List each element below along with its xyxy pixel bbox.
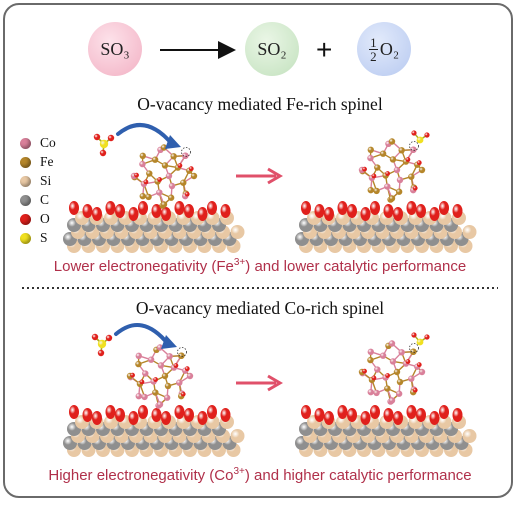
- plus-sign: +: [316, 34, 333, 65]
- legend-swatch-icon: [20, 137, 31, 149]
- substrate-slab: [63, 211, 245, 253]
- half-denominator: 2: [370, 48, 377, 64]
- bottom-heading: O-vacancy mediated Co-rich spinel: [135, 298, 385, 318]
- legend-label: O: [40, 211, 50, 226]
- legend-swatch-icon: [20, 213, 31, 225]
- legend-item-si: Si: [20, 172, 51, 190]
- top-heading: O-vacancy mediated Fe-rich spinel: [137, 94, 383, 114]
- o2-label: O₂: [379, 38, 400, 59]
- reaction-arrow: [160, 41, 236, 59]
- legend-item-c: C: [20, 191, 49, 209]
- spinel-cluster: [358, 138, 426, 203]
- so3-label: SO₃: [100, 38, 130, 59]
- curved-arrow-icon: [114, 323, 177, 349]
- spinel-cluster: [130, 144, 198, 209]
- bottom-transition-arrow: [236, 374, 283, 392]
- oxygen-surface-layer: [301, 405, 463, 425]
- figure-frame: [3, 3, 513, 498]
- legend-swatch-icon: [20, 232, 31, 244]
- legend-label: S: [40, 230, 48, 245]
- adsorbed-so3-molecule: [411, 130, 430, 144]
- bottom-caption-superscript: 3+: [233, 466, 245, 477]
- substrate-slab: [295, 415, 477, 457]
- bottom-caption-text-end: ) and higher catalytic performance: [244, 467, 472, 484]
- legend-item-fe: Fe: [20, 153, 54, 171]
- oxygen-vacancy-icon: [409, 343, 419, 353]
- top-caption-text: Lower electronegativity (Fe: [53, 258, 234, 275]
- legend-item-s: S: [20, 229, 48, 247]
- so2-label: SO₂: [257, 38, 287, 59]
- free-so3-molecule: [91, 333, 113, 357]
- half-fraction: 1 2: [368, 34, 378, 64]
- free-so3-molecule: [93, 133, 115, 157]
- adsorbed-so3-molecule: [411, 332, 430, 346]
- top-caption-superscript: 3+: [233, 257, 246, 268]
- legend-swatch-icon: [20, 194, 31, 206]
- fe-rich-final-scene: [295, 130, 477, 253]
- spinel-cluster: [126, 344, 194, 409]
- co-rich-initial-scene: [63, 323, 245, 457]
- legend-label: Fe: [40, 154, 54, 169]
- bottom-caption: Higher electronegativity (Co3+) and high…: [0, 466, 520, 484]
- fraction-bar: [368, 48, 378, 50]
- spinel-cluster: [358, 340, 426, 405]
- half-numerator: 1: [370, 34, 377, 50]
- co-rich-final-scene: [295, 332, 477, 457]
- legend-swatch-icon: [20, 156, 31, 168]
- legend-label: Si: [40, 173, 52, 188]
- oxygen-vacancy-icon: [181, 147, 191, 157]
- top-transition-arrow: [236, 167, 283, 185]
- top-caption: Lower electronegativity (Fe3+) and lower…: [0, 257, 520, 275]
- oxygen-vacancy-icon: [409, 141, 419, 151]
- oxygen-surface-layer: [69, 405, 231, 425]
- substrate-slab: [63, 415, 245, 457]
- dotted-divider: [22, 287, 498, 289]
- bottom-caption-text: Higher electronegativity (Co: [48, 467, 234, 484]
- legend-label: Co: [40, 135, 56, 150]
- oxygen-surface-layer: [69, 201, 231, 221]
- legend-label: C: [40, 192, 50, 207]
- substrate-slab: [295, 211, 477, 253]
- so2-circle: SO₂: [245, 22, 299, 76]
- oxygen-vacancy-icon: [177, 347, 187, 357]
- fe-rich-initial-scene: [63, 123, 245, 253]
- so3-circle: SO₃: [88, 22, 142, 76]
- legend-swatch-icon: [20, 175, 31, 187]
- o2-circle: 1 2 O₂: [357, 22, 411, 76]
- top-caption-text-end: ) and lower catalytic performance: [245, 258, 467, 275]
- legend-item-co: Co: [20, 134, 56, 152]
- legend-item-o: O: [20, 210, 50, 228]
- oxygen-surface-layer: [301, 201, 463, 221]
- curved-arrow-icon: [116, 123, 181, 149]
